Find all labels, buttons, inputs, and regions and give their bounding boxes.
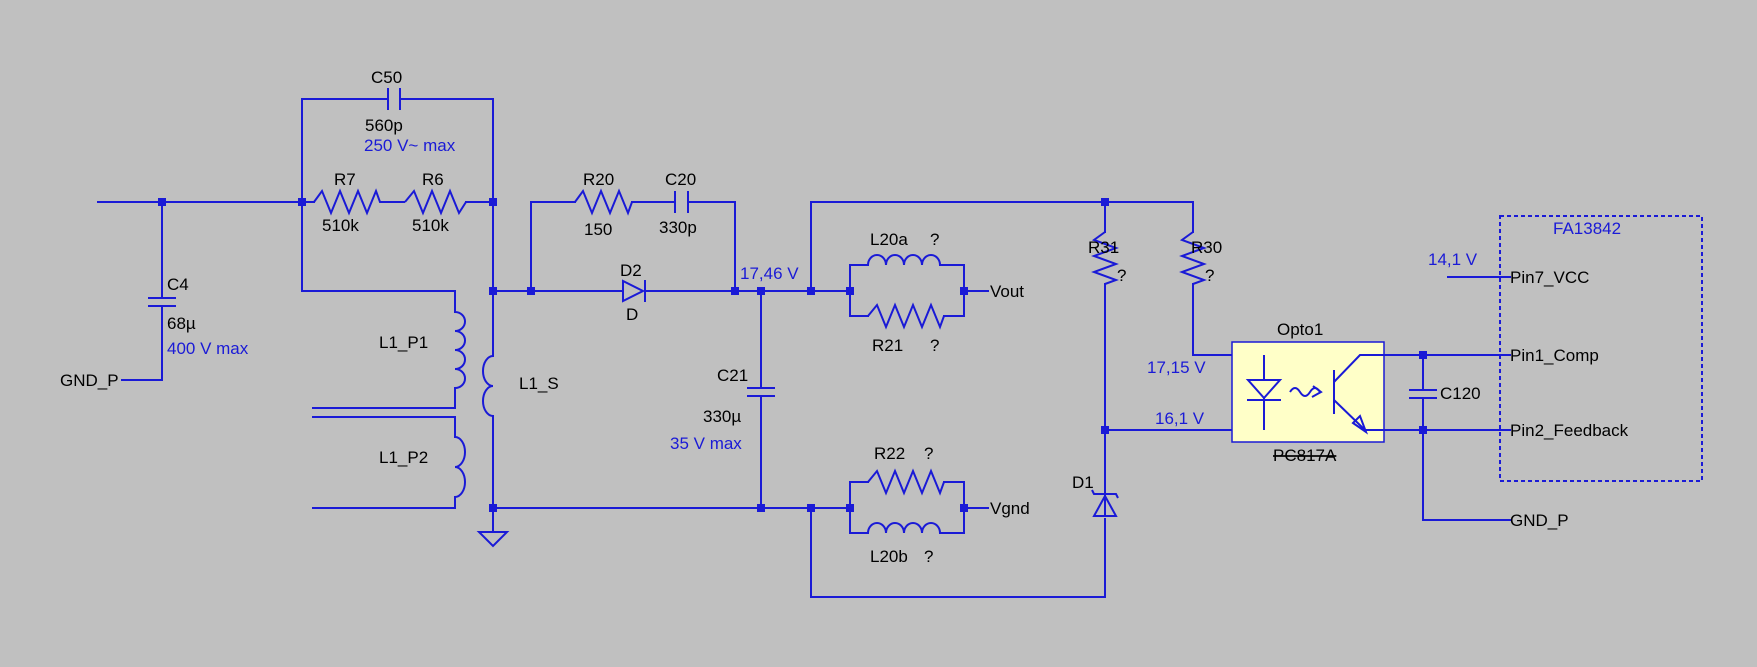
wires xyxy=(97,98,1511,598)
c20-name: C20 xyxy=(665,170,696,189)
l1-p1-coil-symbol xyxy=(454,311,466,389)
r31-resistor-symbol xyxy=(1091,231,1119,285)
c4-name: C4 xyxy=(167,275,189,294)
r21-name: R21 xyxy=(872,336,903,355)
r20-resistor-symbol xyxy=(574,188,633,216)
r30-resistor-symbol xyxy=(1179,231,1207,285)
r7-value: 510k xyxy=(322,216,359,235)
r20-name: R20 xyxy=(583,170,614,189)
l20b-name: L20b xyxy=(870,547,908,566)
r31-value: ? xyxy=(1117,266,1126,285)
fa13842-ic-box xyxy=(1499,215,1703,482)
v-opto-cathode-voltage: 16,1 V xyxy=(1155,409,1205,428)
labels: C50 560p 250 V~ max R7 510k R6 510k C4 6… xyxy=(60,68,1629,566)
r6-name: R6 xyxy=(422,170,444,189)
gnd-p-right-label: GND_P xyxy=(1510,511,1569,530)
ic-name: FA13842 xyxy=(1553,219,1621,238)
r6-value: 510k xyxy=(412,216,449,235)
l20a-value: ? xyxy=(930,230,939,249)
c4-value: 68µ xyxy=(167,314,196,333)
c20-capacitor-symbol xyxy=(674,191,689,213)
v-opto-anode-voltage: 17,15 V xyxy=(1147,358,1206,377)
d1-name: D1 xyxy=(1072,473,1094,492)
c21-rating: 35 V max xyxy=(670,434,742,453)
vgnd-label: Vgnd xyxy=(990,499,1030,518)
l1-s-name: L1_S xyxy=(519,374,559,393)
l1-p2-name: L1_P2 xyxy=(379,448,428,467)
c21-capacitor-symbol xyxy=(747,387,775,397)
v-out-voltage: 17,46 V xyxy=(740,264,799,283)
r6-resistor-symbol xyxy=(404,188,467,216)
r7-name: R7 xyxy=(334,170,356,189)
r22-name: R22 xyxy=(874,444,905,463)
r31-name: R31 xyxy=(1088,238,1119,257)
d2-name: D2 xyxy=(620,261,642,280)
gnd-p-left-label: GND_P xyxy=(60,371,119,390)
r22-resistor-symbol xyxy=(867,468,945,496)
c50-name: C50 xyxy=(371,68,402,87)
ground-icon xyxy=(476,531,510,548)
c20-value: 330p xyxy=(659,218,697,237)
l1-s-coil-symbol xyxy=(482,355,494,417)
l20a-coil-symbol xyxy=(867,254,941,266)
r30-value: ? xyxy=(1205,266,1214,285)
pin1-label: Pin1_Comp xyxy=(1510,346,1599,365)
l1-p2-coil-symbol xyxy=(454,436,466,498)
c21-value: 330µ xyxy=(703,407,741,426)
c50-rating: 250 V~ max xyxy=(364,136,456,155)
c21-name: C21 xyxy=(717,366,748,385)
r20-value: 150 xyxy=(584,220,612,239)
pin2-label: Pin2_Feedback xyxy=(1510,421,1629,440)
vout-label: Vout xyxy=(990,282,1024,301)
r21-value: ? xyxy=(930,336,939,355)
opto-part: PC817A xyxy=(1273,446,1337,465)
c120-name: C120 xyxy=(1440,384,1481,403)
d2-value: D xyxy=(626,305,638,324)
d2-diode-symbol xyxy=(622,279,646,303)
c50-value: 560p xyxy=(365,116,403,135)
c4-rating: 400 V max xyxy=(167,339,249,358)
l1-p1-name: L1_P1 xyxy=(379,333,428,352)
v-vcc-voltage: 14,1 V xyxy=(1428,250,1478,269)
d1-zener-symbol xyxy=(1091,489,1119,517)
optocoupler xyxy=(1231,341,1385,443)
c4-capacitor-symbol xyxy=(148,297,176,307)
r7-resistor-symbol xyxy=(313,188,405,216)
c120-capacitor-symbol xyxy=(1409,389,1437,399)
r22-value: ? xyxy=(924,444,933,463)
l20a-name: L20a xyxy=(870,230,908,249)
c50-capacitor-symbol xyxy=(387,88,401,110)
l20b-coil-symbol xyxy=(867,522,941,534)
r30-name: R30 xyxy=(1191,238,1222,257)
r21-resistor-symbol xyxy=(867,302,945,330)
l20b-value: ? xyxy=(924,547,933,566)
junctions xyxy=(158,198,1427,512)
opto-name: Opto1 xyxy=(1277,320,1323,339)
pin7-label: Pin7_VCC xyxy=(1510,268,1589,287)
